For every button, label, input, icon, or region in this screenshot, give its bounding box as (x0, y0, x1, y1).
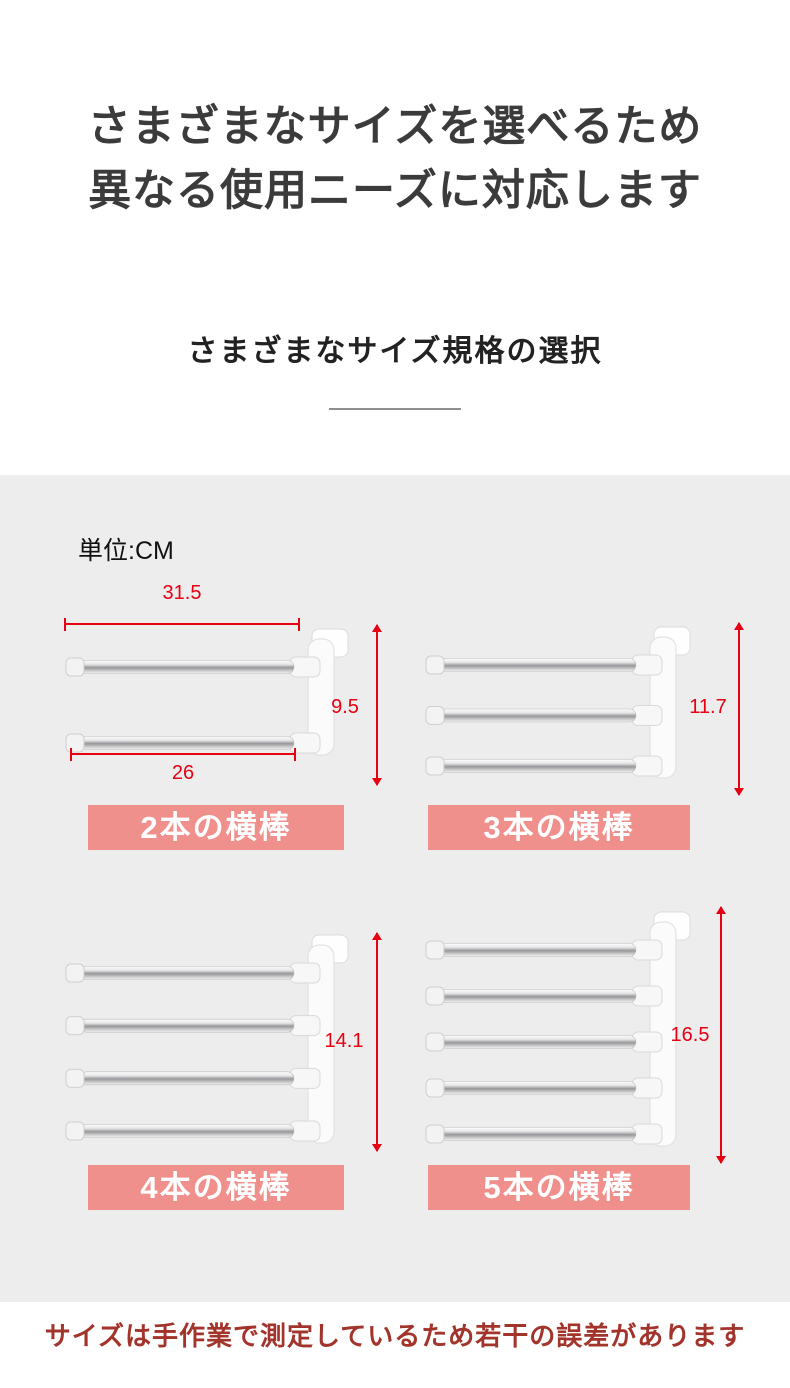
dim-line-height-2-bars (372, 624, 382, 786)
rack-illustration-3-bars (425, 626, 691, 779)
product-tag-5-bars: 5本の横棒 (428, 1165, 690, 1210)
dim-line-height-5-bars (716, 906, 726, 1164)
page-title-line1: さまざまなサイズを選べるため (87, 103, 703, 151)
dim-label-width-outer: 31.5 (162, 582, 202, 604)
rack-illustration-5-bars (425, 911, 691, 1147)
rack-illustration-4-bars (65, 934, 349, 1144)
product-tag-4-bars: 4本の横棒 (88, 1165, 344, 1210)
size-chart-panel: 単位:CM 31.5 26 9.5 11.7 2本の横棒 3本の横棒 14.1 … (0, 475, 790, 1302)
page-title: さまざまなサイズを選べるため異なる使用ニーズに対応します (0, 96, 790, 223)
product-tag-2-bars: 2本の横棒 (88, 805, 344, 850)
dim-label-height-5-bars: 16.5 (670, 1024, 710, 1046)
product-tag-3-bars: 3本の横棒 (428, 805, 690, 850)
dim-line-width-inner (70, 748, 296, 761)
subtitle: さまざまなサイズ規格の選択 (187, 335, 603, 368)
dim-label-height-4-bars: 14.1 (324, 1030, 364, 1052)
dim-label-height-2-bars: 9.5 (331, 696, 359, 718)
unit-label: 単位:CM (78, 537, 174, 565)
dim-line-height-3-bars (734, 622, 744, 796)
dim-line-width-outer (64, 618, 300, 631)
page-title-line2: 異なる使用ニーズに対応します (88, 166, 702, 215)
dim-label-width-inner: 26 (171, 762, 195, 784)
dim-label-height-3-bars: 11.7 (689, 696, 727, 718)
dim-line-height-4-bars (372, 932, 382, 1152)
rack-illustration-2-bars (65, 628, 349, 756)
header: さまざまなサイズを選べるため異なる使用ニーズに対応します さまざまなサイズ規格の… (0, 0, 790, 475)
measurement-note: サイズは手作業で測定しているため若干の誤差があります (44, 1322, 746, 1351)
subtitle-divider (329, 408, 461, 410)
